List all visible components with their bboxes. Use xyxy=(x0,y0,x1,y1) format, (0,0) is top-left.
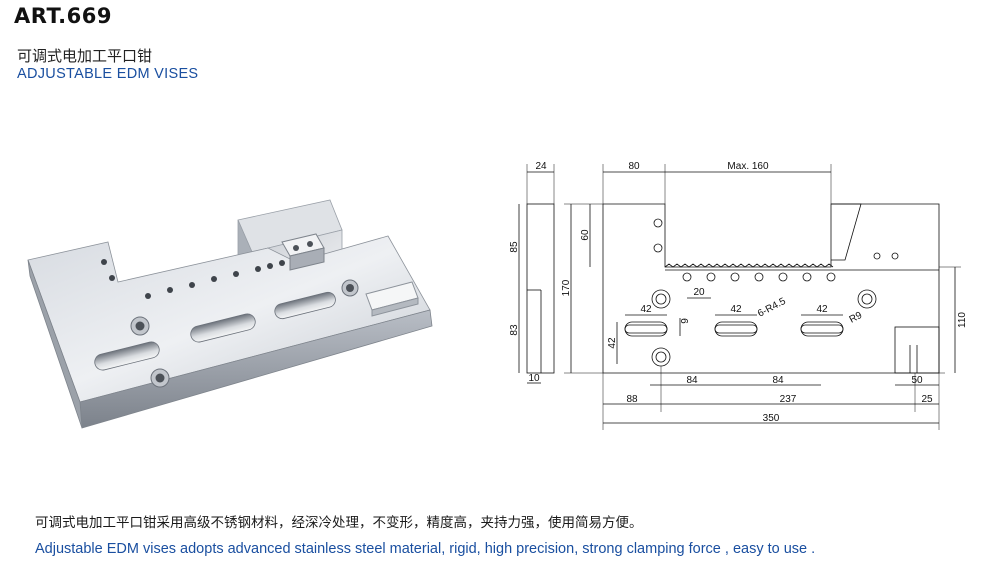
dim-50: 50 xyxy=(911,375,923,386)
product-title-chinese: 可调式电加工平口钳 xyxy=(17,47,153,65)
threaded-holes xyxy=(101,259,285,299)
dim-42-b: 42 xyxy=(730,304,742,315)
side-view-outline xyxy=(526,203,555,374)
dim-r9: R9 xyxy=(848,310,865,326)
front-jaw-pad xyxy=(365,281,419,317)
dim-170: 170 xyxy=(561,279,572,296)
dim-110: 110 xyxy=(957,312,965,328)
dim-85: 85 xyxy=(509,241,520,253)
dim-24: 24 xyxy=(535,161,547,172)
product-photo xyxy=(27,199,433,429)
article-number: ART.669 xyxy=(14,4,112,28)
dim-350: 350 xyxy=(763,413,780,424)
dim-10: 10 xyxy=(528,373,540,384)
dim-9: 9 xyxy=(680,318,691,324)
dim-84-b: 84 xyxy=(772,375,784,386)
description-chinese: 可调式电加工平口钳采用高级不锈钢材料，经深冷处理，不变形，精度高，夹持力强，使用… xyxy=(35,515,643,531)
counterbored-holes xyxy=(130,279,359,388)
dim-20: 20 xyxy=(693,287,705,298)
dim-42-c: 42 xyxy=(816,304,828,315)
dim-83: 83 xyxy=(509,324,520,336)
vise-movable-clamp xyxy=(281,233,325,271)
dimension-labels: 24 80 Max. 160 85 60 170 83 20 6-R4.5 42… xyxy=(509,161,965,424)
dim-42-vertical: 42 xyxy=(607,337,618,349)
dim-42-a: 42 xyxy=(640,304,652,315)
technical-drawing: 24 80 Max. 160 85 60 170 83 20 6-R4.5 42… xyxy=(509,161,965,430)
dim-60: 60 xyxy=(580,229,591,241)
dim-84-a: 84 xyxy=(686,375,698,386)
dim-max160: Max. 160 xyxy=(727,161,769,172)
product-title-english: ADJUSTABLE EDM VISES xyxy=(17,66,199,82)
dim-237: 237 xyxy=(780,394,797,405)
front-view-outline xyxy=(602,203,940,374)
dim-88: 88 xyxy=(626,394,638,405)
description-english: Adjustable EDM vises adopts advanced sta… xyxy=(35,541,816,557)
dim-80: 80 xyxy=(628,161,640,172)
dim-hole-radius: 6-R4.5 xyxy=(756,296,788,320)
mounting-slots xyxy=(94,291,336,371)
dim-25: 25 xyxy=(921,394,933,405)
